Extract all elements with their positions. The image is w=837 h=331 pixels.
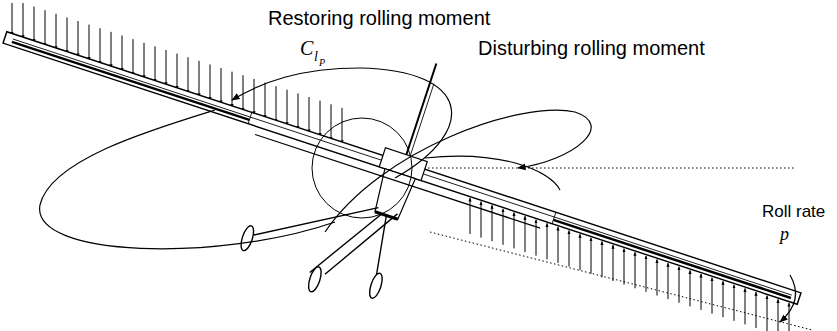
horizontal-reference (420, 168, 795, 169)
up-load-arrow (613, 245, 614, 281)
moment-label: Disturbing rolling moment (478, 38, 705, 58)
up-load-arrow (591, 238, 592, 274)
up-load-arrow (723, 281, 724, 317)
up-load-arrow (569, 231, 570, 267)
down-load-arrow (287, 90, 288, 126)
up-load-arrow (690, 270, 691, 306)
roll-rate-symbol: p (780, 225, 789, 243)
down-load-arrow (177, 54, 178, 90)
up-load-arrow (635, 252, 636, 288)
down-load-arrow (133, 39, 134, 75)
coefficient-subscript: P (319, 58, 325, 68)
disturbing-moment-arrow (325, 110, 591, 232)
up-load-arrow (481, 202, 482, 238)
up-load-arrow (558, 227, 559, 263)
down-load-arrow (122, 35, 123, 71)
up-load-arrow (646, 256, 647, 292)
down-load-arrow (309, 97, 310, 133)
roll-rate-label: Roll rate (762, 203, 825, 220)
down-load-arrow (34, 7, 35, 43)
roll-rate-arrow (780, 275, 795, 322)
moment-label: Restoring rolling moment (268, 8, 490, 28)
up-load-arrow (778, 299, 779, 331)
down-load-arrow (210, 64, 211, 100)
up-load-arrow (657, 260, 658, 296)
down-load-arrow (320, 101, 321, 137)
down-load-arrow (111, 32, 112, 68)
up-load-arrow (602, 241, 603, 277)
up-load-arrow (525, 216, 526, 252)
down-load-arrow (100, 28, 101, 64)
coefficient-symbol: C (300, 38, 313, 58)
down-load-arrow (232, 72, 233, 108)
up-load-arrow (536, 220, 537, 256)
up-load-arrow (580, 234, 581, 270)
down-load-arrow (155, 46, 156, 82)
down-load-arrow (265, 83, 266, 119)
up-load-arrow (668, 263, 669, 299)
up-load-arrow (679, 267, 680, 303)
restoring-moment-loop (40, 110, 335, 249)
down-load-arrow (89, 25, 90, 61)
up-load-arrow (701, 274, 702, 310)
fuselage-ring (312, 118, 412, 218)
down-load-arrow (144, 43, 145, 79)
down-load-arrow (166, 50, 167, 86)
load-arrows (12, 3, 789, 331)
up-load-arrow (503, 209, 504, 245)
up-load-arrow (470, 198, 471, 234)
down-load-arrow (298, 93, 299, 129)
down-load-arrow (12, 3, 13, 35)
down-load-arrow (221, 68, 222, 104)
coefficient-subscript: l (314, 50, 318, 64)
down-load-arrow (188, 57, 189, 93)
down-load-arrow (45, 10, 46, 46)
restoring-moment-arrow (232, 68, 452, 178)
up-load-arrow (745, 288, 746, 324)
up-load-arrow (734, 285, 735, 321)
down-load-arrow (276, 86, 277, 122)
up-load-arrow (514, 212, 515, 248)
up-load-arrow (492, 205, 493, 241)
up-load-arrow (624, 249, 625, 285)
up-load-arrow (547, 223, 548, 259)
down-load-arrow (254, 79, 255, 115)
down-load-arrow (78, 21, 79, 57)
up-load-arrow (756, 292, 757, 328)
down-load-arrow (23, 3, 24, 39)
up-load-arrow (767, 296, 768, 331)
down-load-arrow (67, 17, 68, 53)
down-load-arrow (342, 108, 343, 144)
up-load-arrow (712, 278, 713, 314)
down-load-arrow (331, 104, 332, 140)
down-load-arrow (56, 14, 57, 50)
up-load-arrow (789, 303, 790, 331)
disturbing-moment-tail (425, 156, 560, 190)
down-load-arrow (199, 61, 200, 97)
